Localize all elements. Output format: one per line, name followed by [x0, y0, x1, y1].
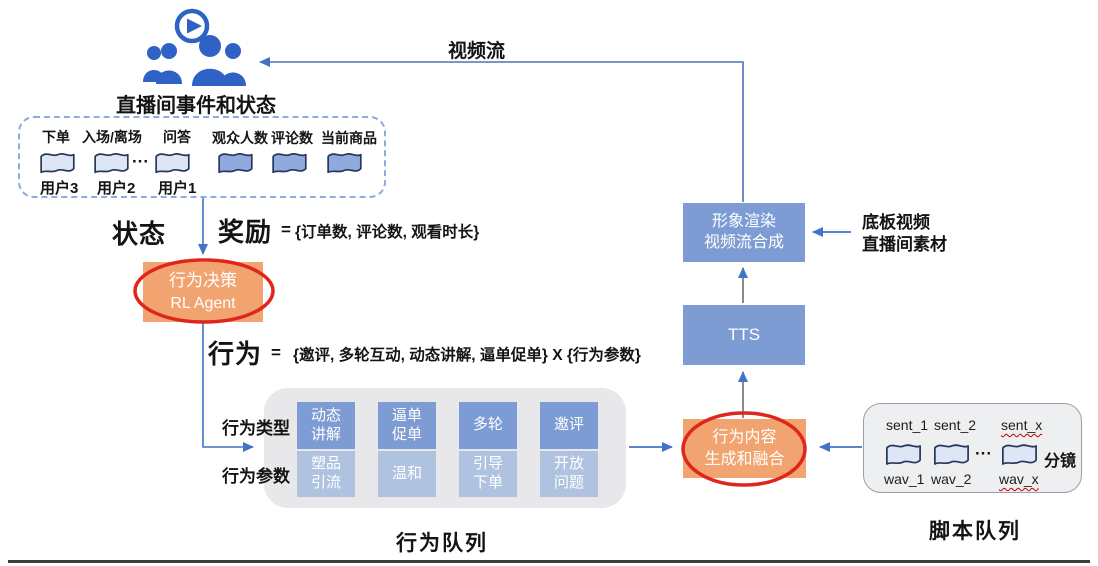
events-panel	[18, 116, 386, 198]
doc-icon-user2	[91, 149, 131, 177]
action-label: 行为	[208, 339, 263, 369]
script-ellipsis: ···	[975, 444, 992, 463]
doc-icon-wavx	[1000, 440, 1038, 469]
shot-label: 分镜	[1044, 453, 1077, 470]
people-play-icon	[143, 8, 246, 86]
event-label-product: 当前商品	[321, 130, 377, 146]
action-type-cell-1: 动态 讲解	[297, 402, 355, 449]
sent-label-x: sent_x	[1001, 417, 1043, 433]
user-label-3: 用户3	[40, 180, 79, 197]
action-param-cell-2: 温和	[378, 451, 436, 497]
sent-label-1: sent_1	[886, 417, 929, 433]
materials-line1: 底板视频	[862, 213, 930, 232]
action-type-label: 行为类型	[222, 419, 290, 438]
wav-label-1: wav_1	[884, 471, 925, 487]
render-box: 形象渲染 视频流合成	[683, 203, 805, 262]
action-type-cell-2: 逼单 促单	[378, 402, 436, 449]
event-label-qa: 问答	[163, 129, 191, 145]
reward-value: {订单数, 评论数, 观看时长}	[295, 224, 480, 241]
content-gen-line2: 生成和融合	[704, 450, 785, 468]
doc-icon-wav2	[932, 440, 970, 469]
reward-label: 奖励	[218, 217, 273, 247]
sent-label-2: sent_2	[934, 417, 977, 433]
action-param-cell-4: 开放 问题	[540, 451, 598, 497]
script-queue-caption: 脚本队列	[929, 520, 1021, 543]
materials-text: 底板视频 直播间素材	[862, 212, 947, 256]
arrow-agent-to-queue	[202, 322, 254, 452]
action-type-cell-4: 邀评	[540, 402, 598, 449]
wav-label-2: wav_2	[931, 471, 972, 487]
doc-icon-viewers	[215, 149, 255, 177]
wav-label-x: wav_x	[999, 471, 1039, 487]
audience-title: 直播间事件和状态	[116, 95, 276, 117]
action-equals: =	[271, 343, 281, 362]
event-label-viewers: 观众人数	[212, 130, 268, 146]
action-queue-caption: 行为队列	[396, 532, 488, 555]
user-label-2: 用户2	[97, 180, 136, 197]
bottom-divider	[8, 560, 1090, 563]
action-param-cell-1: 塑品 引流	[297, 451, 355, 497]
event-label-comments: 评论数	[271, 130, 313, 146]
tts-label: TTS	[727, 324, 761, 344]
event-label-enterexit: 入场/离场	[82, 129, 142, 145]
tts-box: TTS	[683, 305, 805, 365]
arrow-video-stream	[259, 57, 744, 202]
action-value: {邀评, 多轮互动, 动态讲解, 逼单促单} X {行为参数}	[293, 347, 641, 364]
action-type-cell-3: 多轮	[459, 402, 517, 449]
render-line2: 视频流合成	[703, 233, 784, 251]
rl-agent-box: 行为决策 RL Agent	[143, 262, 263, 322]
content-gen-line1: 行为内容	[712, 428, 777, 446]
events-ellipsis: ···	[132, 152, 149, 171]
doc-icon-product	[324, 149, 364, 177]
state-label: 状态	[112, 219, 167, 249]
doc-icon-user3	[37, 149, 77, 177]
event-label-order: 下单	[42, 129, 70, 145]
live-audience-icon	[140, 6, 250, 90]
video-stream-label: 视频流	[448, 41, 506, 62]
user-label-1: 用户1	[158, 180, 197, 197]
content-gen-box: 行为内容 生成和融合	[683, 419, 806, 478]
render-line1: 形象渲染	[711, 212, 776, 230]
doc-icon-wav1	[884, 440, 922, 469]
rl-agent-line2: RL Agent	[170, 294, 236, 312]
doc-icon-comments	[269, 149, 309, 177]
doc-icon-user1	[152, 149, 192, 177]
rl-agent-line1: 行为决策	[169, 270, 237, 290]
action-param-label: 行为参数	[222, 467, 290, 486]
reward-equals: =	[281, 220, 291, 239]
materials-line2: 直播间素材	[862, 235, 947, 254]
action-param-cell-3: 引导 下单	[459, 451, 517, 497]
